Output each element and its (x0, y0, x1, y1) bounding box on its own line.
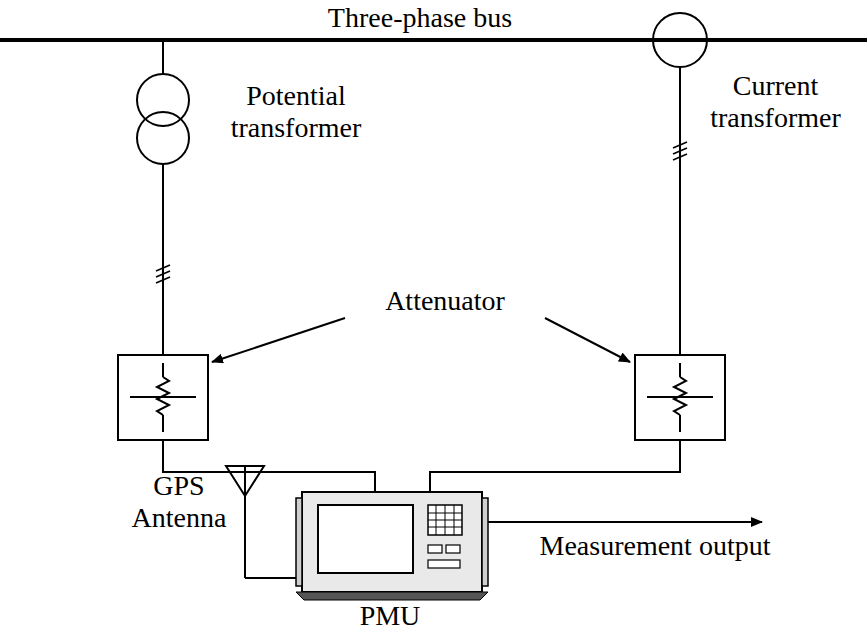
output-arrow (488, 521, 762, 523)
three-phase-mark (156, 265, 170, 283)
gps-antenna (226, 466, 302, 578)
three-phase-mark (673, 142, 687, 160)
callout-label: Attenuator (325, 285, 565, 317)
attenuator-box (118, 355, 208, 440)
potential-transformer (137, 40, 189, 355)
current-transformer (653, 13, 707, 355)
leader-arrow (545, 318, 630, 362)
component-label: Potential transformer (196, 80, 396, 144)
bus-label: Three-phase bus (240, 2, 600, 34)
pmu-device (296, 492, 488, 600)
output-label: Measurement output (530, 530, 780, 562)
attenuator-box (635, 355, 725, 440)
component-label: PMU (335, 600, 445, 632)
component-label: Current transformer (688, 70, 863, 134)
signal-wire (430, 440, 680, 492)
component-label: GPS Antenna (118, 470, 240, 534)
bus-line (0, 38, 867, 42)
leader-arrow (212, 318, 345, 362)
